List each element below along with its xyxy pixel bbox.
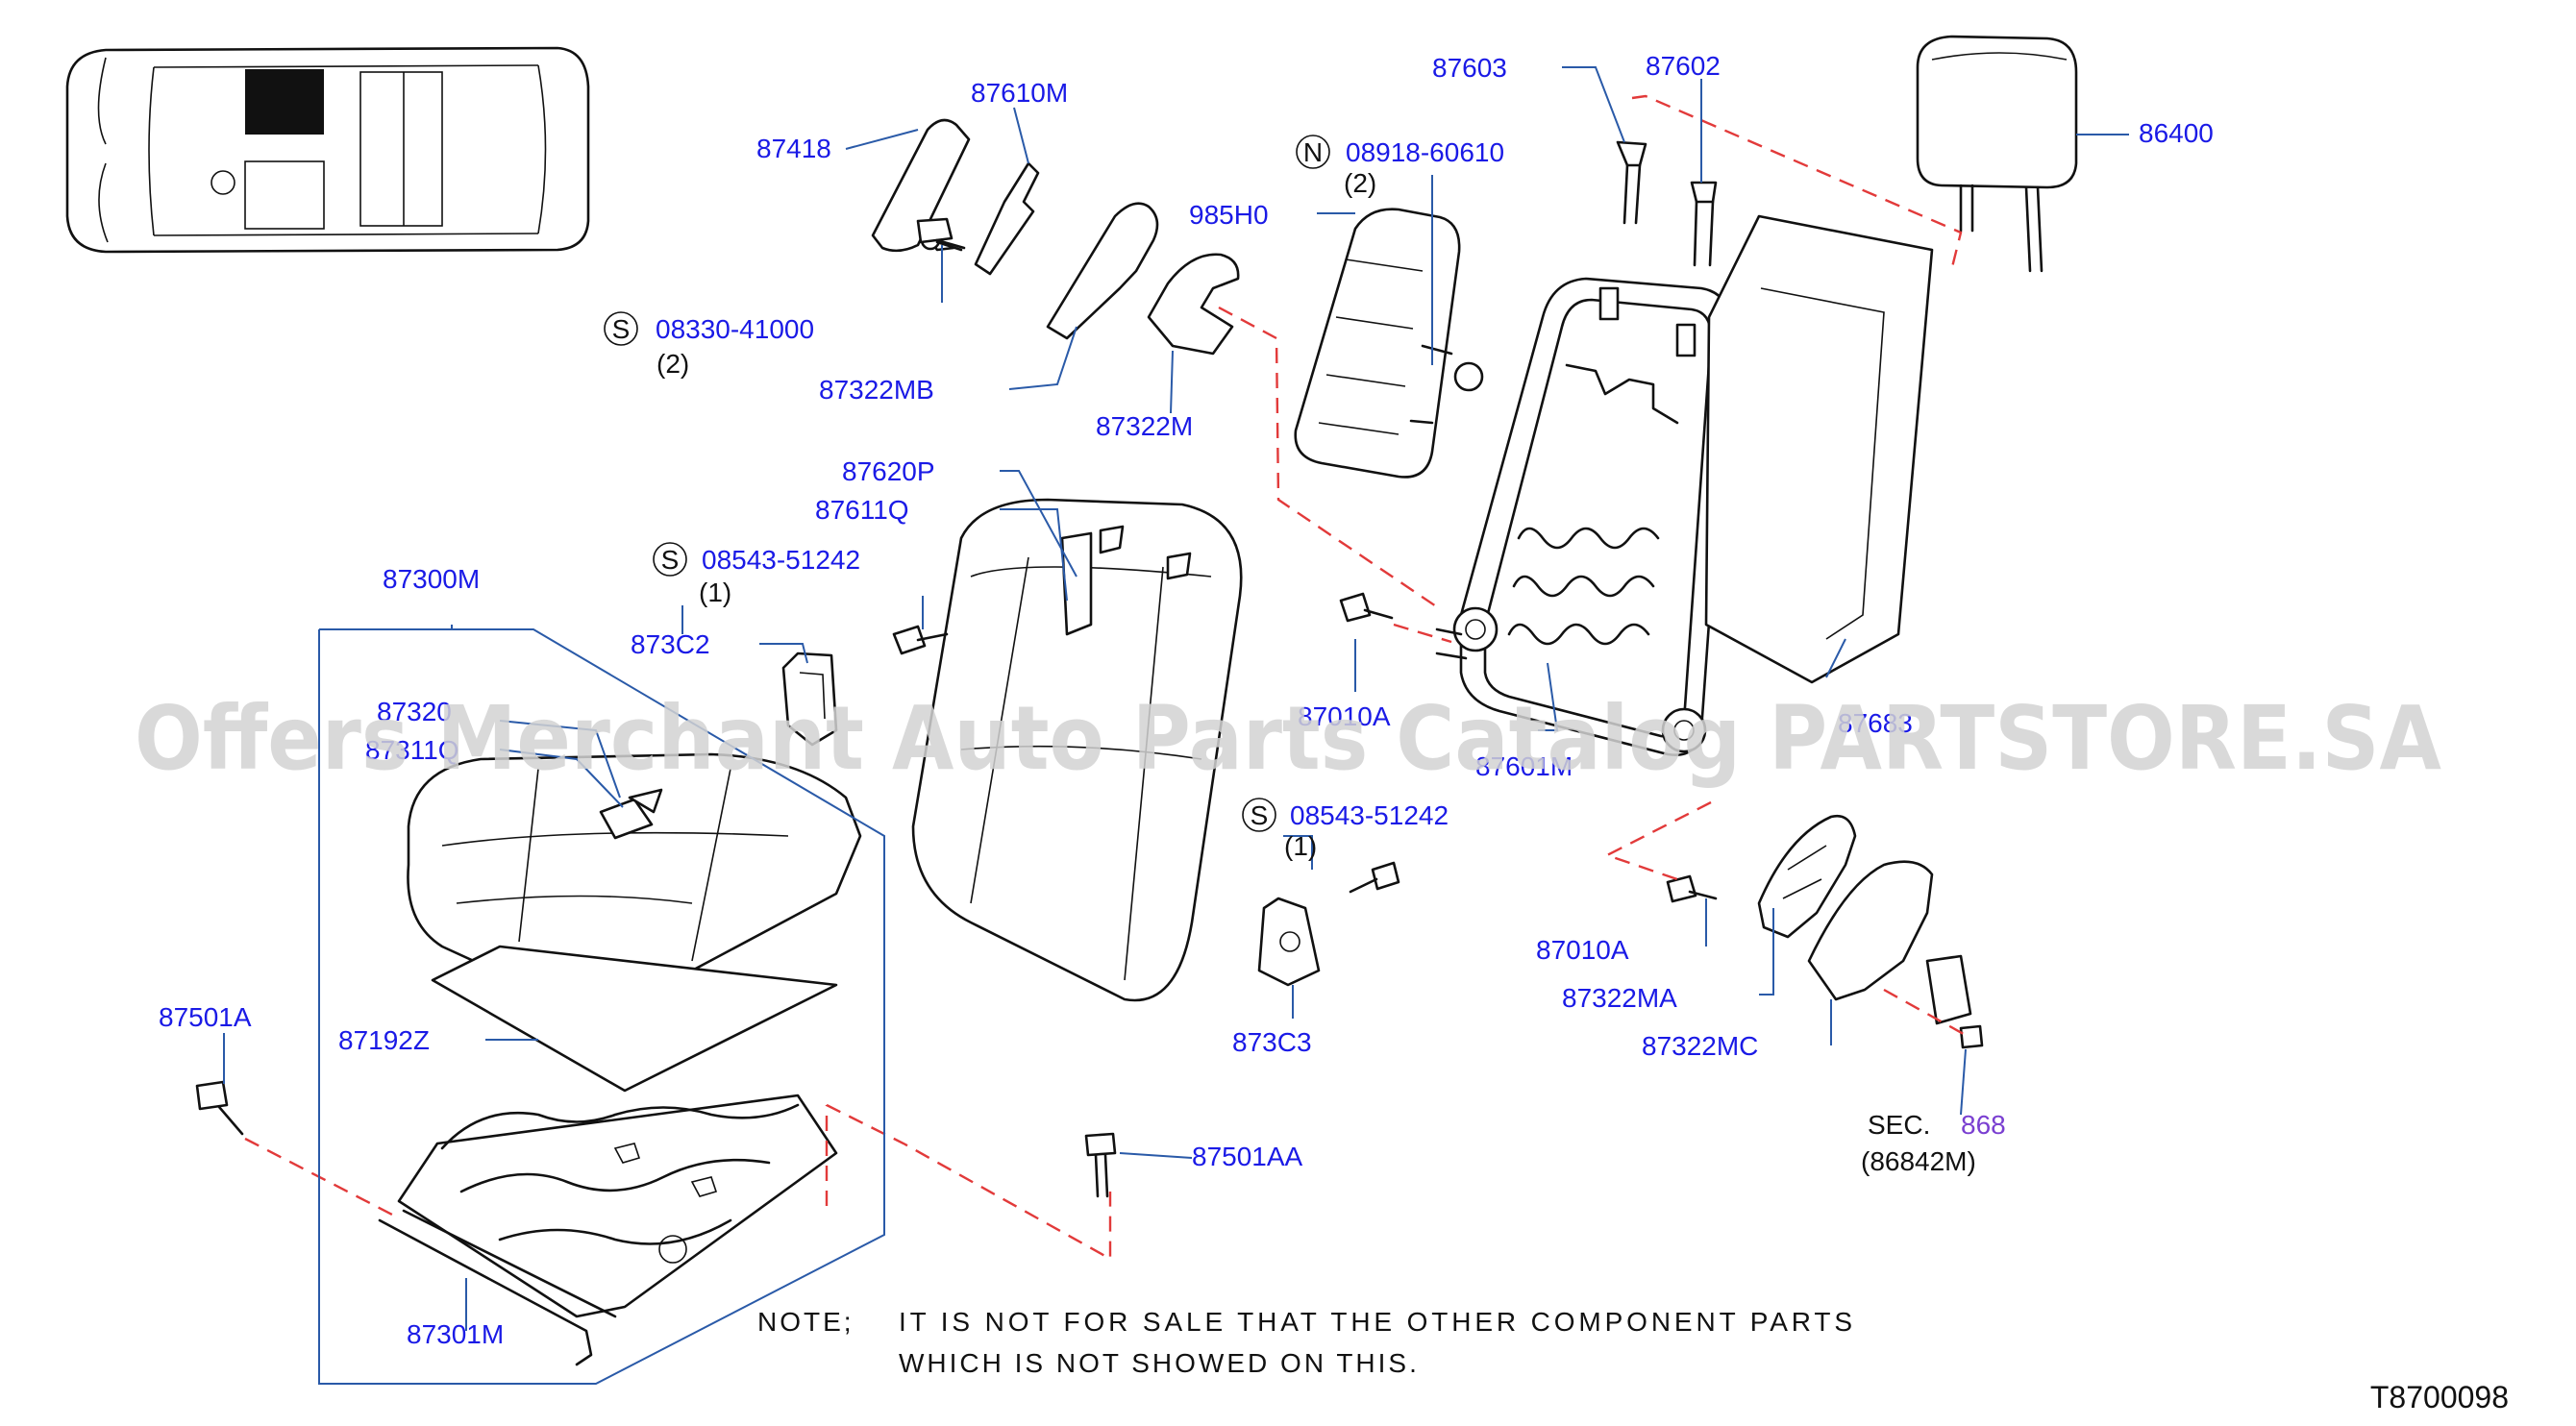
label-87301M[interactable]: 87301M xyxy=(407,1319,504,1349)
label-87611Q[interactable]: 87611Q xyxy=(815,495,909,525)
label-87322M[interactable]: 87322M xyxy=(1096,411,1193,441)
label-87322MA[interactable]: 87322MA xyxy=(1562,983,1677,1013)
label-87501A[interactable]: 87501A xyxy=(159,1002,252,1032)
fasteners xyxy=(195,140,1984,1198)
label-87603[interactable]: 87603 xyxy=(1432,53,1507,83)
label-873C3[interactable]: 873C3 xyxy=(1232,1027,1312,1057)
note: NOTE; IT IS NOT FOR SALE THAT THE OTHER … xyxy=(757,1307,1855,1378)
qty-08330: (2) xyxy=(656,349,689,379)
vehicle-locator xyxy=(65,46,590,254)
label-sec: SEC. xyxy=(1868,1110,1930,1140)
qty-08543-b: (1) xyxy=(1284,831,1317,861)
headrest-86400 xyxy=(1916,35,2078,273)
label-87602[interactable]: 87602 xyxy=(1646,51,1721,81)
label-873C2[interactable]: 873C2 xyxy=(631,629,710,659)
watermark: Offers Merchant Auto Parts Catalog PARTS… xyxy=(135,687,2441,790)
marker-s-2: S xyxy=(661,545,680,575)
marker-s-1: S xyxy=(612,314,631,344)
part-labels: 87603 87602 86400 87610M 87418 08918-606… xyxy=(159,51,2214,1349)
label-87192Z[interactable]: 87192Z xyxy=(338,1025,430,1055)
label-87320[interactable]: 87320 xyxy=(377,697,452,726)
label-08918-60610[interactable]: 08918-60610 xyxy=(1346,137,1504,167)
marker-n-1: N xyxy=(1303,137,1323,167)
label-87322MC[interactable]: 87322MC xyxy=(1642,1031,1758,1061)
label-87601M[interactable]: 87601M xyxy=(1475,751,1573,781)
highlighted-seat-marker xyxy=(245,69,324,135)
side-covers-lower xyxy=(1757,814,1972,1025)
back-board-87683 xyxy=(1704,214,1934,684)
trim-covers-upper xyxy=(871,118,1240,356)
label-87311Q[interactable]: 87311Q xyxy=(365,735,459,765)
note-line-2: WHICH IS NOT SHOWED ON THIS. xyxy=(899,1348,1420,1378)
label-985H0[interactable]: 985H0 xyxy=(1189,200,1269,230)
label-08330-41000[interactable]: 08330-41000 xyxy=(656,314,814,344)
leader-lines xyxy=(223,66,2129,1331)
label-87010A-bottom[interactable]: 87010A xyxy=(1536,935,1629,965)
link-sec-868[interactable]: 868 xyxy=(1961,1110,2006,1140)
seatback-frame-87601M xyxy=(1435,277,1732,757)
marker-s-3: S xyxy=(1251,800,1269,830)
brackets xyxy=(781,652,1321,987)
label-87418[interactable]: 87418 xyxy=(756,134,831,163)
note-line-1: IT IS NOT FOR SALE THAT THE OTHER COMPON… xyxy=(899,1307,1855,1337)
qty-08918: (2) xyxy=(1344,168,1376,198)
label-87501AA[interactable]: 87501AA xyxy=(1192,1142,1303,1171)
label-87610M[interactable]: 87610M xyxy=(971,78,1068,108)
side-airbag-985H0 xyxy=(1294,208,1484,479)
label-87322MB[interactable]: 87322MB xyxy=(819,375,934,405)
label-87010A-top[interactable]: 87010A xyxy=(1298,701,1391,731)
spec-markers: S N S S xyxy=(604,135,1330,832)
seat-cushion xyxy=(378,752,862,1366)
label-86842M: (86842M) xyxy=(1861,1146,1976,1176)
label-87620P[interactable]: 87620P xyxy=(842,456,935,486)
seatback-pad xyxy=(911,498,1243,1002)
label-08543-51242-a[interactable]: 08543-51242 xyxy=(702,545,860,575)
qty-08543-a: (1) xyxy=(699,578,731,607)
label-08543-51242-b[interactable]: 08543-51242 xyxy=(1290,800,1449,830)
diagram-code: T8700098 xyxy=(2370,1380,2509,1414)
label-86400[interactable]: 86400 xyxy=(2139,118,2214,148)
note-label: NOTE; xyxy=(757,1307,855,1337)
assembly-box-87300M xyxy=(318,628,885,1385)
label-87300M[interactable]: 87300M xyxy=(383,564,480,594)
label-87683[interactable]: 87683 xyxy=(1838,708,1913,738)
